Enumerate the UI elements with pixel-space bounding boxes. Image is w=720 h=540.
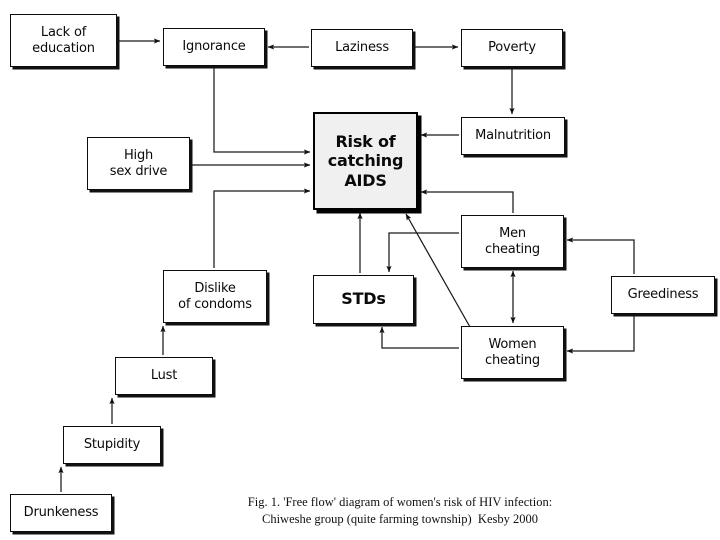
edge-men-cheating-to-stds — [386, 232, 459, 273]
node-poverty[interactable]: Poverty — [461, 29, 563, 67]
node-label: Risk of catching AIDS — [327, 131, 404, 190]
node-lust[interactable]: Lust — [115, 357, 213, 395]
node-label: Dislike of condoms — [178, 281, 252, 312]
node-laziness[interactable]: Laziness — [311, 29, 413, 67]
node-men-cheating[interactable]: Men cheating — [461, 215, 564, 268]
node-malnutrition[interactable]: Malnutrition — [461, 117, 565, 155]
caption-line-1: Fig. 1. 'Free flow' diagram of women's r… — [247, 495, 553, 509]
edge-dislike-of-condoms-to-aids — [213, 188, 311, 268]
node-dislike-of-condoms[interactable]: Dislike of condoms — [163, 270, 267, 323]
figure-caption: Fig. 1. 'Free flow' diagram of women's r… — [195, 494, 605, 528]
edge-women-cheating-to-stds — [379, 326, 459, 349]
node-stupidity[interactable]: Stupidity — [63, 426, 161, 464]
edge-greediness-to-men-cheating — [566, 237, 635, 274]
node-women-cheating[interactable]: Women cheating — [461, 326, 564, 379]
edge-ignorance-to-aids — [213, 68, 311, 155]
node-risk-of-catching-aids[interactable]: Risk of catching AIDS — [313, 112, 418, 210]
edge-men-cheating-to-aids — [420, 189, 514, 213]
node-label: Lust — [150, 368, 178, 384]
node-label: Women cheating — [485, 337, 540, 368]
edge-greediness-to-women-cheating — [566, 316, 635, 354]
node-lack-of-education[interactable]: Lack of education — [10, 14, 117, 67]
node-label: Greediness — [627, 287, 699, 303]
node-label: Laziness — [335, 40, 389, 56]
node-greediness[interactable]: Greediness — [611, 276, 715, 314]
node-label: Stupidity — [83, 437, 141, 453]
caption-line-2: Chiweshe group (quite farming township) … — [261, 511, 538, 526]
node-label: STDs — [341, 289, 386, 309]
node-label: Ignorance — [182, 39, 246, 55]
node-label: High sex drive — [109, 148, 168, 179]
node-drunkeness[interactable]: Drunkeness — [10, 494, 112, 532]
node-stds[interactable]: STDs — [313, 275, 414, 324]
node-label: Poverty — [488, 40, 536, 56]
node-high-sex-drive[interactable]: High sex drive — [87, 137, 190, 190]
node-label: Men cheating — [485, 226, 540, 257]
node-label: Lack of education — [32, 25, 95, 56]
node-ignorance[interactable]: Ignorance — [163, 28, 265, 66]
node-label: Drunkeness — [23, 505, 99, 521]
node-label: Malnutrition — [475, 128, 551, 144]
